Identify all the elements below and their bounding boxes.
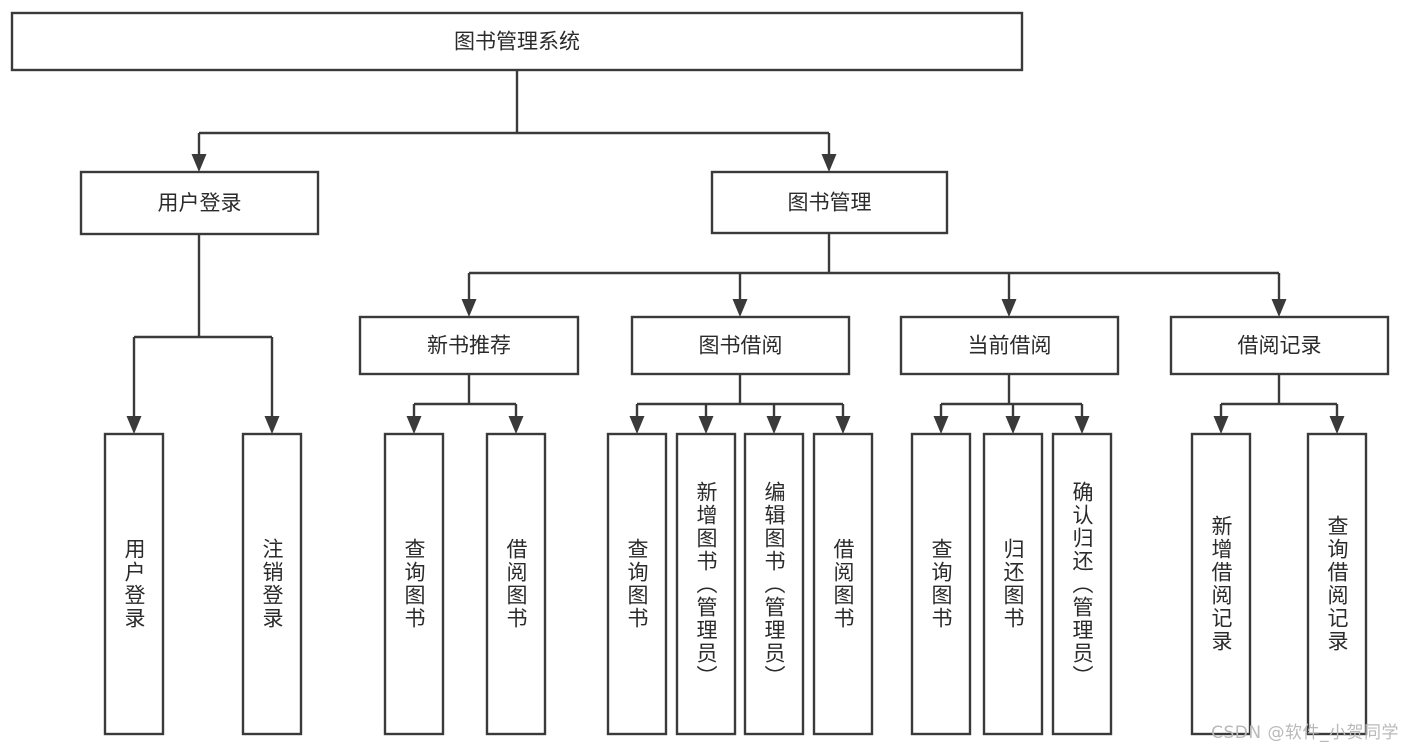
arrow-head-icon: [406, 416, 422, 434]
node-box-leaf-confirm-return[interactable]: [1051, 432, 1113, 736]
arrow-head-icon: [191, 154, 207, 172]
node-box-leaf-add-book[interactable]: [675, 432, 737, 736]
node-label-user-login: 用户登录: [158, 191, 242, 215]
arrow-head-icon: [933, 416, 949, 434]
node-box-leaf-query-book-current[interactable]: [910, 432, 972, 736]
node-box-leaf-query-book-borrow[interactable]: [606, 432, 668, 736]
node-box-leaf-user-login[interactable]: [103, 432, 165, 736]
node-box-book-borrow[interactable]: [630, 315, 851, 376]
node-label-book-borrow: 图书借阅: [699, 334, 783, 358]
arrow-head-icon: [1074, 416, 1090, 434]
node-box-current-borrow[interactable]: [899, 315, 1120, 376]
arrow-head-icon: [1001, 299, 1017, 317]
node-label-book-manage: 图书管理: [788, 191, 872, 215]
watermark-text: CSDN @软件_小贺同学: [1211, 723, 1399, 743]
node-label-new-book-recommend: 新书推荐: [427, 334, 511, 358]
arrow-head-icon: [629, 416, 645, 434]
arrow-head-icon: [1329, 416, 1345, 434]
arrow-head-icon: [835, 416, 851, 434]
arrow-head-icon: [1213, 416, 1229, 434]
arrow-head-icon: [264, 416, 280, 434]
arrow-head-icon: [766, 416, 782, 434]
arrow-head-icon: [821, 154, 837, 172]
arrow-head-icon: [461, 299, 477, 317]
arrow-head-icon: [1271, 299, 1287, 317]
node-box-leaf-edit-book[interactable]: [743, 432, 805, 736]
node-box-borrow-record[interactable]: [1169, 315, 1390, 376]
node-box-leaf-borrow-book[interactable]: [812, 432, 874, 736]
arrow-head-icon: [732, 299, 748, 317]
node-box-leaf-query-book-recommend[interactable]: [383, 432, 445, 736]
arrow-head-icon: [1005, 416, 1021, 434]
node-box-book-manage[interactable]: [710, 170, 949, 235]
node-box-leaf-return-book[interactable]: [982, 432, 1044, 736]
arrow-head-icon: [126, 416, 142, 434]
connectors-layer: [126, 70, 1345, 434]
boxes-layer: [10, 11, 1390, 736]
node-label-borrow-record: 借阅记录: [1238, 334, 1322, 358]
arrow-head-icon: [698, 416, 714, 434]
node-label-current-borrow: 当前借阅: [968, 334, 1052, 358]
node-box-root[interactable]: [10, 11, 1024, 72]
node-box-user-login[interactable]: [79, 170, 320, 236]
node-box-new-book-recommend[interactable]: [358, 315, 580, 376]
node-label-root: 图书管理系统: [454, 30, 580, 54]
node-box-leaf-query-borrow-record[interactable]: [1306, 432, 1368, 736]
node-box-leaf-logout-login[interactable]: [241, 432, 303, 736]
node-box-leaf-add-borrow-record[interactable]: [1190, 432, 1252, 736]
node-box-leaf-borrow-book-recommend[interactable]: [485, 432, 547, 736]
arrow-head-icon: [508, 416, 524, 434]
